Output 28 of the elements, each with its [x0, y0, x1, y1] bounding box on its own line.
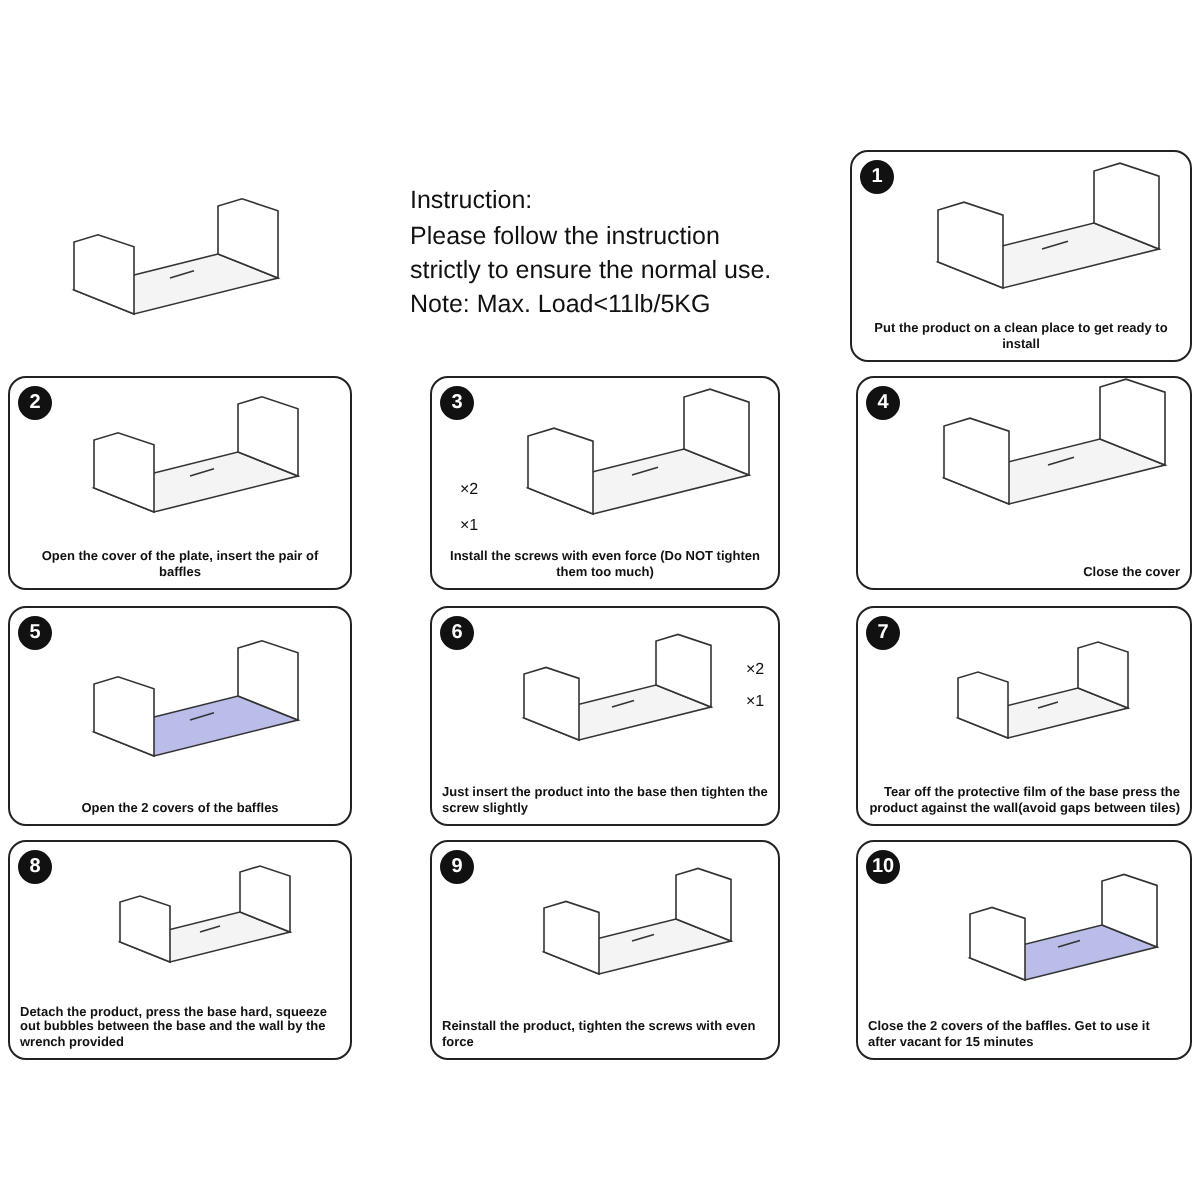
heading: Instruction:	[410, 184, 533, 218]
step-number: 3	[440, 386, 474, 420]
step-panel	[8, 840, 352, 1060]
quantity-label: ×1	[746, 692, 765, 710]
step-number: 4	[866, 386, 900, 420]
step-number: 8	[18, 850, 52, 884]
step-panel	[856, 606, 1192, 826]
step-panel	[8, 376, 352, 590]
quantity-label: ×2	[746, 660, 765, 678]
step-panel	[430, 606, 780, 826]
instruction-text: Please follow the instruction	[410, 220, 720, 254]
step-panel	[430, 840, 780, 1060]
step-number: 9	[440, 850, 474, 884]
step-panel	[856, 376, 1192, 590]
step-number: 10	[866, 850, 900, 884]
step-panel	[8, 606, 352, 826]
step-number: 7	[866, 616, 900, 650]
step-panel	[856, 840, 1192, 1060]
quantity-label: ×1	[460, 516, 479, 534]
instruction-text: Note: Max. Load<11lb/5KG	[410, 288, 711, 322]
step-number: 5	[18, 616, 52, 650]
step-number: 2	[18, 386, 52, 420]
step-number: 1	[860, 160, 894, 194]
step-panel	[850, 150, 1192, 362]
step-number: 6	[440, 616, 474, 650]
instruction-text: strictly to ensure the normal use.	[410, 254, 772, 288]
step-panel	[430, 376, 780, 590]
quantity-label: ×2	[460, 480, 479, 498]
